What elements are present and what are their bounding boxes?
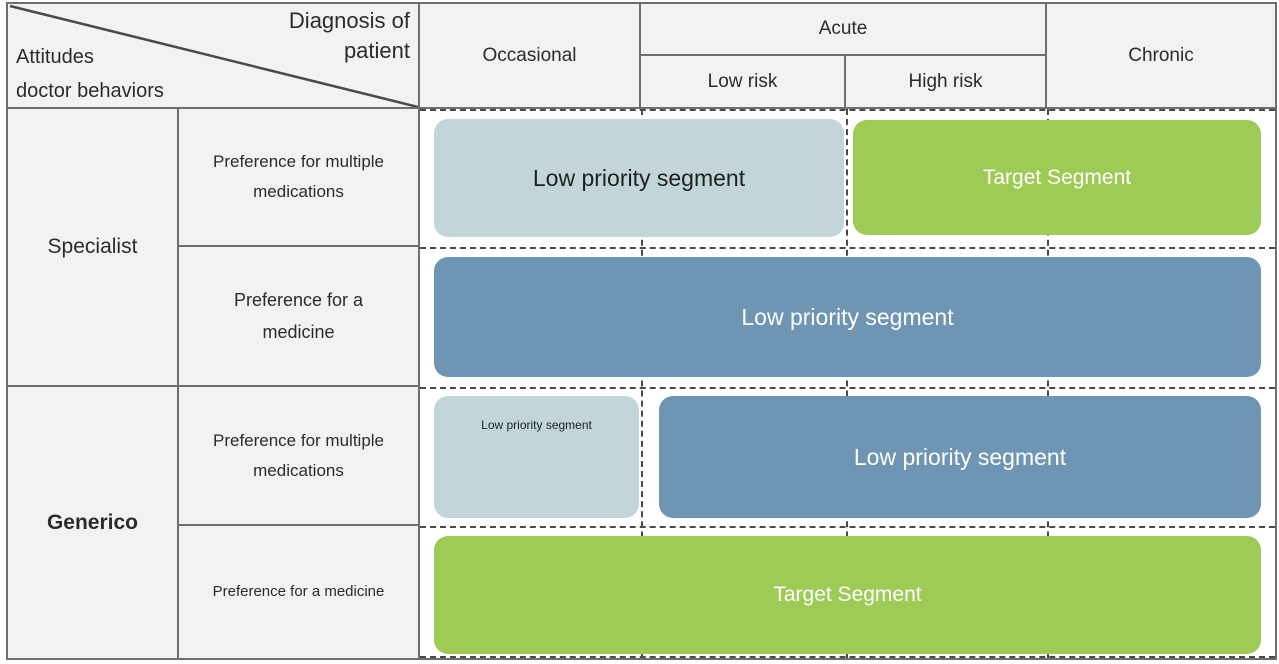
segment-label: Target Segment [982, 165, 1132, 189]
column-header-high-risk: High risk [846, 56, 1047, 109]
segment-low-priority-generico-occasional[interactable]: Low priority segment [434, 396, 639, 518]
column-header-low-risk: Low risk [641, 56, 846, 109]
row-label-generico-multiple-medications: Preference for multiple medications [179, 387, 420, 526]
row-label-r2-line2: medicine [262, 322, 335, 342]
gridline-horizontal-r1-r2 [420, 247, 1275, 249]
segment-low-priority-generico-acute-chronic[interactable]: Low priority segment [659, 396, 1261, 518]
gridline-vertical-highrisk-chronic [1047, 109, 1049, 658]
corner-row-axis-line1: Attitudes [16, 46, 94, 68]
segment-plot-area: Low priority segment Target Segment Low … [420, 109, 1275, 658]
row-label-r3-line1: Preference for multiple [212, 430, 385, 450]
row-group-generico: Generico [8, 387, 179, 658]
row-label-r1-line1: Preference for multiple [212, 152, 385, 171]
row-label-specialist-single-medicine: Preference for a medicine [179, 247, 420, 387]
segment-low-priority-specialist-occasional-lowrisk[interactable]: Low priority segment [434, 119, 844, 237]
segment-low-priority-specialist-all-columns[interactable]: Low priority segment [434, 257, 1261, 377]
corner-row-axis-label: Attitudes doctor behaviors [16, 40, 276, 107]
gridline-vertical-occasional-lowrisk [641, 109, 643, 658]
row-label-specialist-multiple-medications: Preference for multiple medications [179, 109, 420, 247]
gridline-vertical-lowrisk-highrisk [846, 109, 848, 658]
row-label-generico-single-medicine: Preference for a medicine [179, 526, 420, 658]
segment-label: Low priority segment [532, 164, 746, 191]
segment-label: Low priority segment [853, 443, 1067, 470]
segment-label: Low priority segment [741, 303, 954, 330]
corner-column-axis-line2: patient [343, 38, 410, 63]
segment-target-generico-all-columns[interactable]: Target Segment [434, 536, 1261, 654]
gridline-horizontal-top [420, 109, 1275, 111]
gridline-horizontal-r3-r4 [420, 526, 1275, 528]
row-group-specialist: Specialist [8, 109, 179, 387]
segment-label: Target Segment [773, 583, 922, 606]
corner-header-cell: Diagnosis of patient Attitudes doctor be… [8, 4, 420, 109]
row-label-r2-line1: Preference for a [233, 290, 364, 310]
segment-label: Low priority segment [481, 418, 592, 432]
column-header-occasional: Occasional [420, 4, 641, 109]
gridline-horizontal-bottom [420, 656, 1275, 658]
diagonal-divider-icon [9, 4, 418, 107]
corner-column-axis-label: Diagnosis of patient [210, 6, 410, 66]
gridline-horizontal-r2-r3 [420, 387, 1275, 389]
row-label-r1-line2: medications [253, 182, 344, 201]
column-header-acute: Acute [641, 4, 1047, 56]
corner-column-axis-line1: Diagnosis of [288, 8, 410, 33]
row-label-r3-line2: medications [253, 460, 344, 480]
segmentation-matrix: Diagnosis of patient Attitudes doctor be… [6, 2, 1277, 660]
column-header-chronic: Chronic [1047, 4, 1275, 109]
row-label-r4-text: Preference for a medicine [212, 583, 385, 600]
segment-target-specialist-highrisk-chronic[interactable]: Target Segment [853, 120, 1261, 235]
corner-row-axis-line2: doctor behaviors [16, 80, 164, 102]
